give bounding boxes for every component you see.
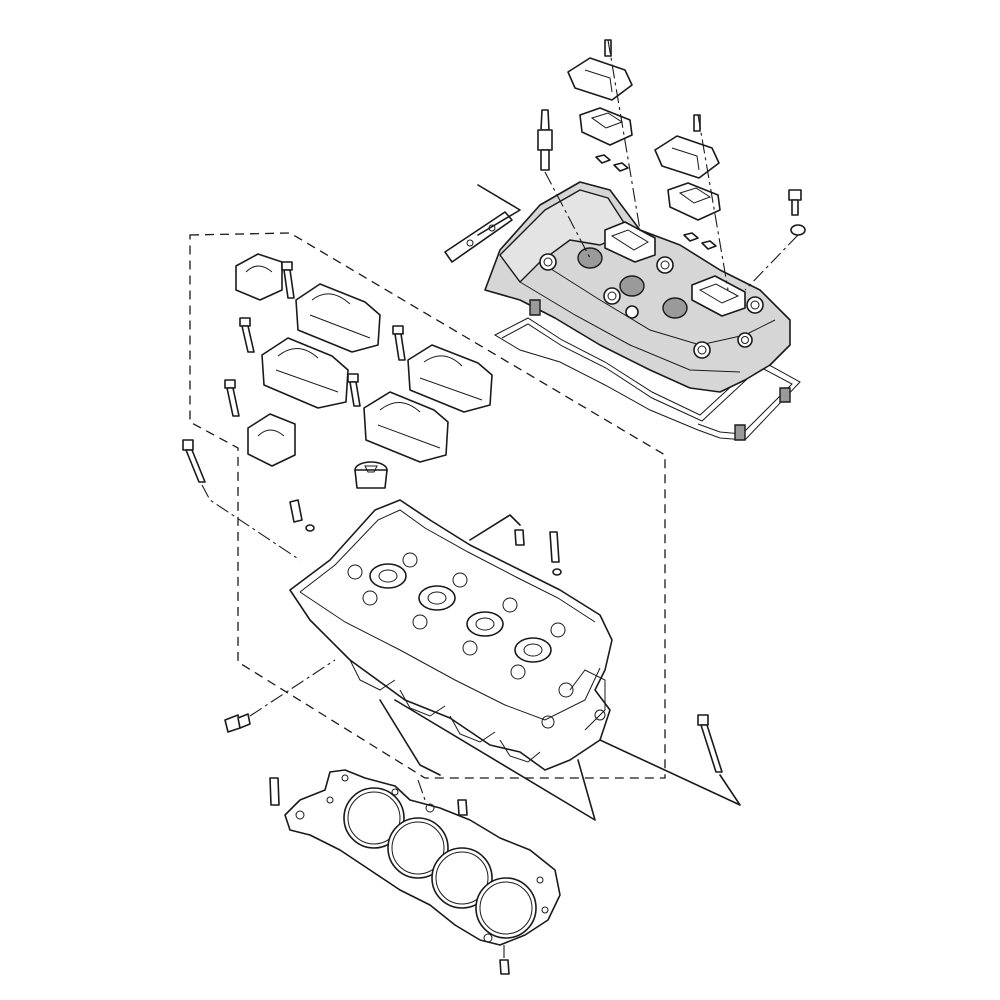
- plug-well-2: [619, 275, 645, 297]
- camshaft-cap-group-outline: [189, 232, 666, 779]
- cap-bolt-2: [239, 317, 255, 353]
- oil-bolt: [224, 713, 251, 733]
- gasket-dowel-2: [499, 959, 510, 975]
- cylinder-head: [289, 499, 613, 771]
- cap-bolt-1: [281, 261, 295, 299]
- head-bolt-left: [182, 439, 206, 483]
- camshaft-cap-4: [407, 344, 493, 413]
- plug-well-1: [577, 247, 603, 269]
- camshaft-cap-1: [235, 253, 283, 301]
- head-cover-gasket: [493, 317, 801, 441]
- head-plug: [354, 461, 388, 489]
- cap-bolt-5: [224, 379, 240, 417]
- reed-valve-cover-2: [654, 114, 721, 250]
- spark-plug-1: [537, 109, 553, 171]
- dowel-1: [289, 499, 315, 532]
- camshaft-cap-3: [261, 337, 349, 409]
- head-bolt-right: [697, 714, 723, 773]
- gasket-dowel-1: [457, 799, 468, 816]
- gasket-stud: [269, 777, 280, 806]
- camshaft-cap-2: [295, 283, 381, 353]
- plug-well-3: [662, 297, 688, 319]
- stud-1: [549, 531, 562, 576]
- cover-bracket: [444, 184, 521, 263]
- camshaft-cap-6: [247, 413, 296, 467]
- dowel-2: [514, 529, 525, 546]
- cover-bolt: [788, 189, 806, 236]
- cap-bolt-3: [392, 325, 406, 361]
- reed-valve-cover-1: [567, 39, 633, 172]
- cylinder-head-cover: [484, 181, 801, 441]
- camshaft-cap-5: [363, 391, 449, 463]
- cylinder-head-gasket: [284, 769, 561, 946]
- cap-bolt-4: [347, 373, 361, 407]
